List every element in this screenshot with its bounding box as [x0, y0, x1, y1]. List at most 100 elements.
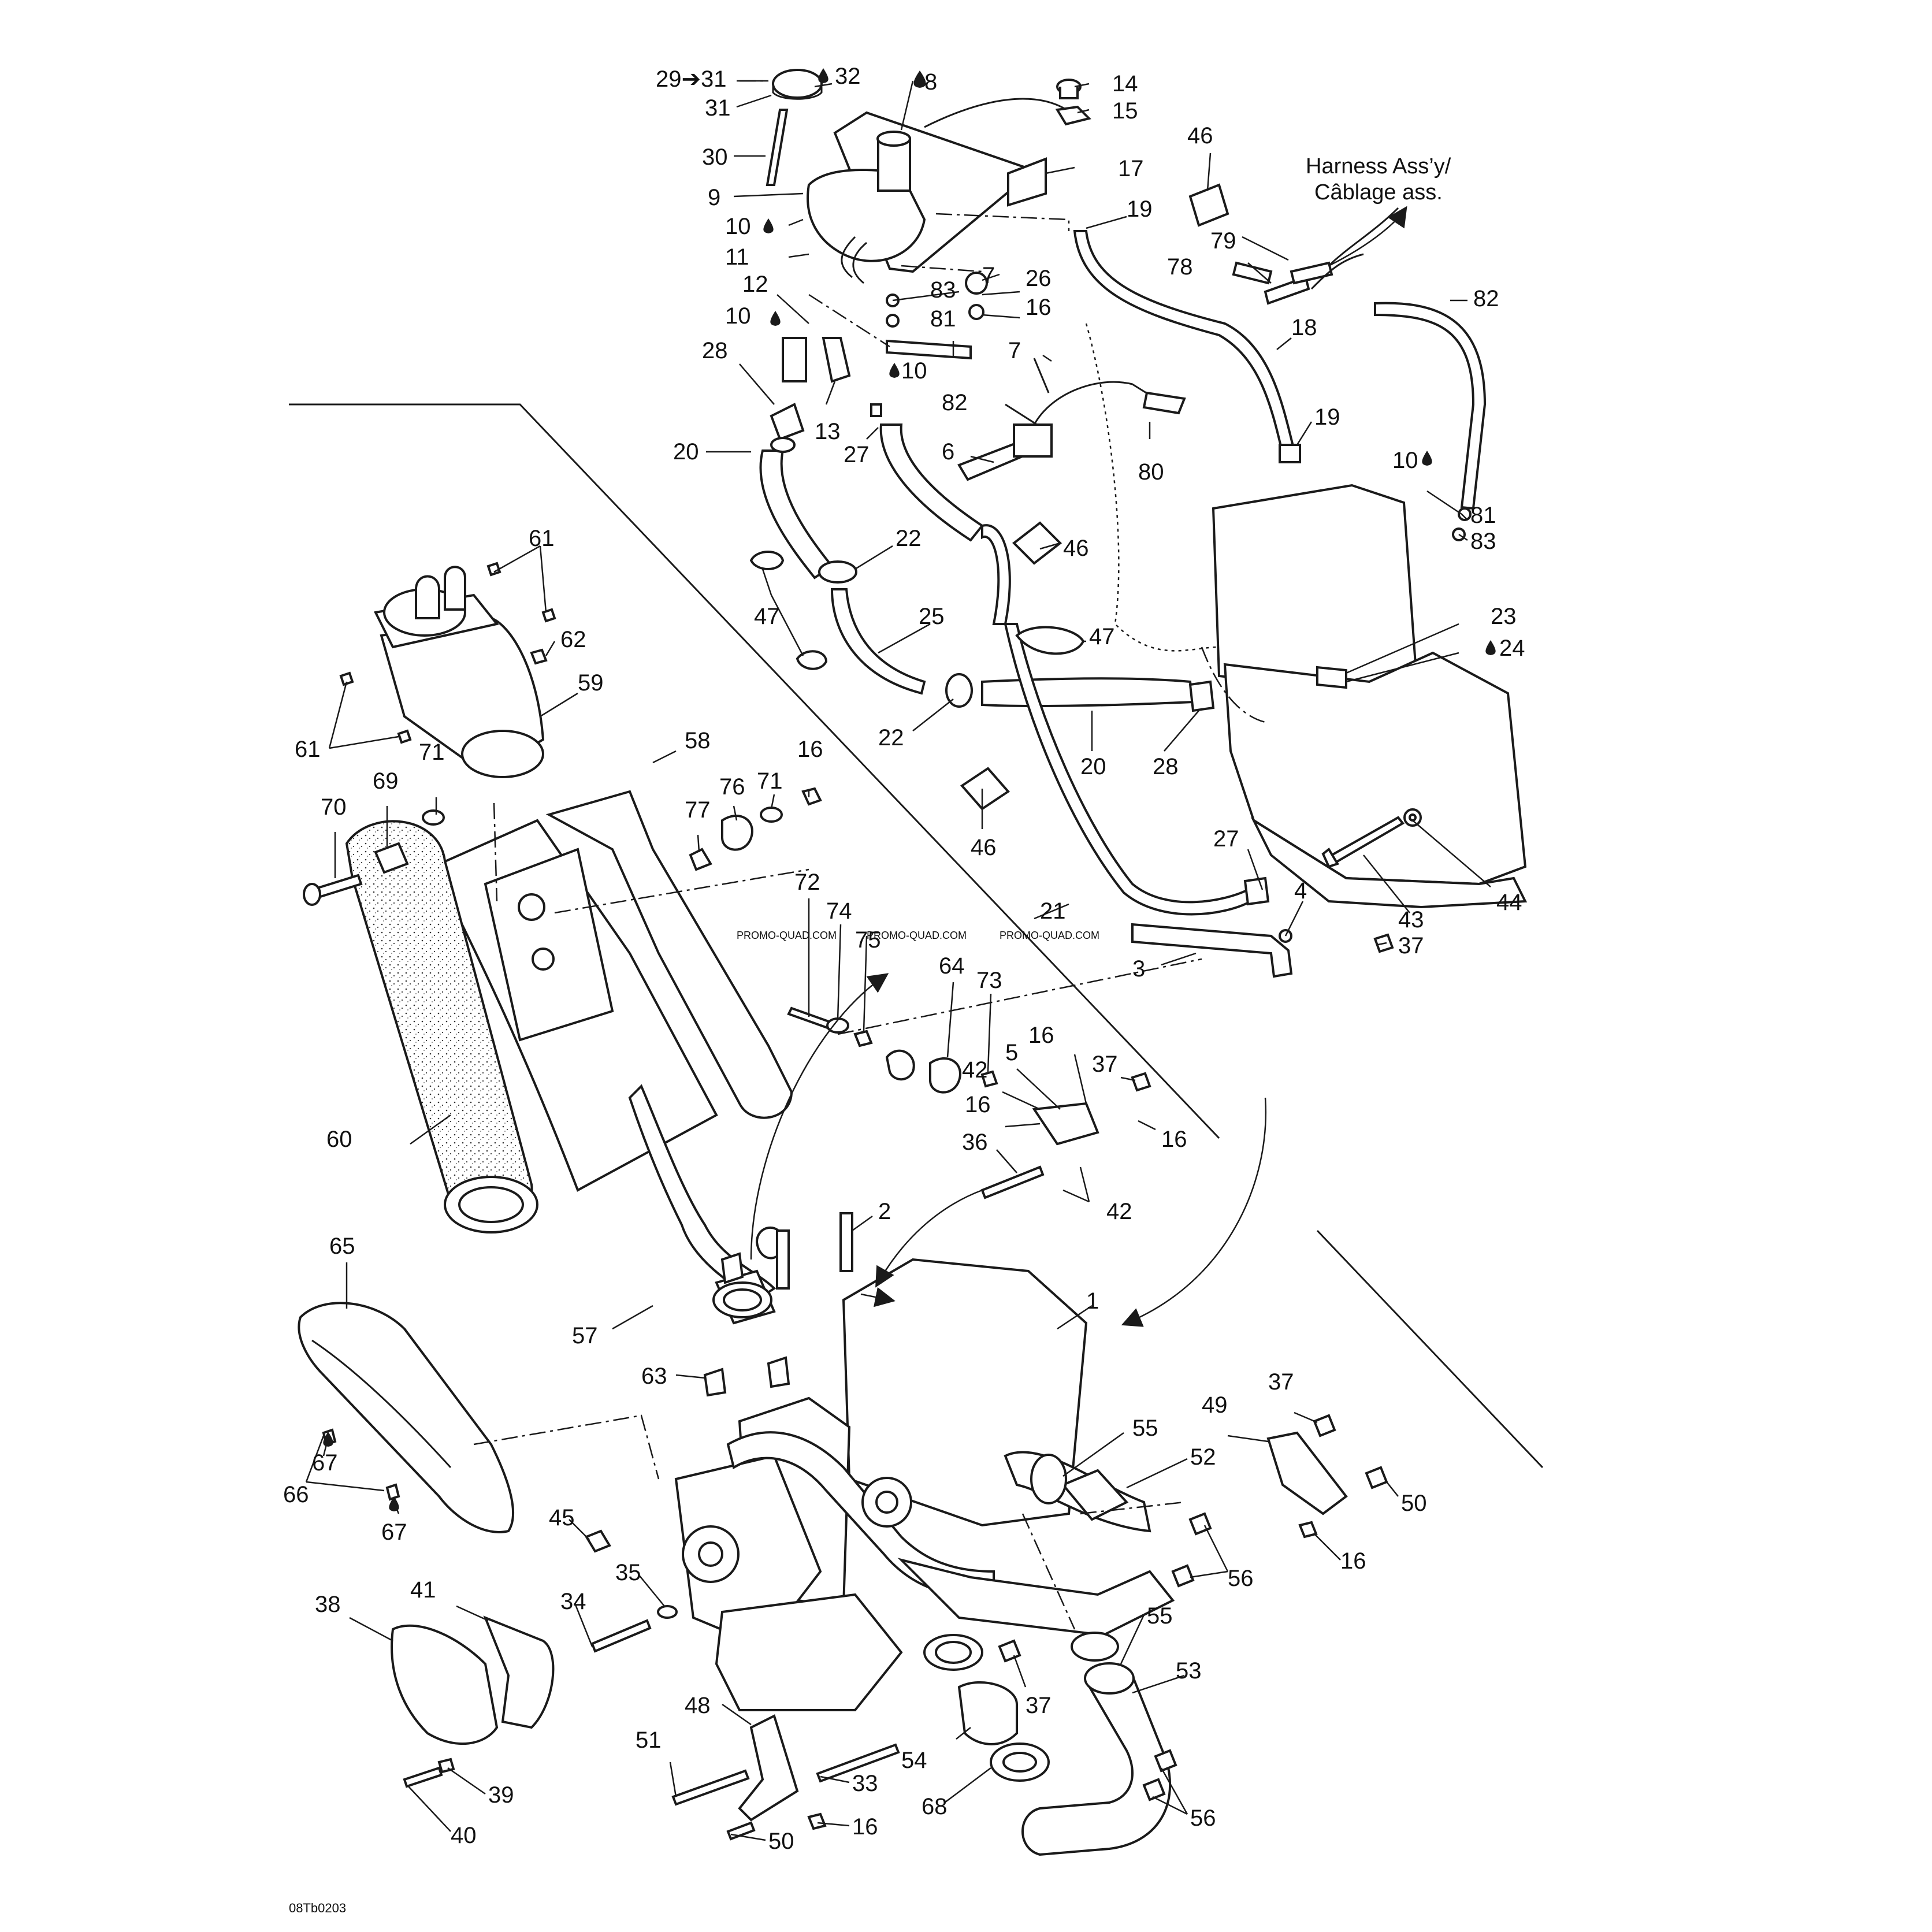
oil-line-82: [1374, 302, 1487, 510]
callout-27-a: 27: [844, 442, 870, 467]
callout-45: 45: [549, 1505, 575, 1530]
callout-46-low: 46: [971, 835, 997, 860]
engine-cylinder-head: [1212, 484, 1417, 695]
shift-lever: [1131, 923, 1293, 978]
nut-56-c: [1154, 1749, 1177, 1773]
hose-clamp-28-right: [1188, 680, 1215, 712]
callout-60: 60: [326, 1127, 352, 1152]
callout-37-b: 37: [1092, 1052, 1118, 1077]
callout-50-right: 50: [1401, 1491, 1427, 1516]
callout-79: 79: [1210, 228, 1236, 254]
callout-5: 5: [1005, 1040, 1018, 1065]
bolt-33: [816, 1743, 900, 1783]
callout-56-a: 56: [1228, 1566, 1254, 1591]
oil-drop-icons: [323, 68, 1496, 1511]
hose-clamp-27-lower: [1243, 876, 1270, 906]
shield-plate: [484, 848, 614, 1042]
callout-47-b: 47: [1089, 624, 1115, 649]
breather-tube-82: [886, 339, 972, 360]
fastener-61-a: [486, 562, 501, 577]
callout-65: 65: [329, 1233, 355, 1259]
oil-drop-icon: [1422, 451, 1432, 466]
callout-49: 49: [1202, 1392, 1228, 1418]
callout-9: 9: [708, 185, 720, 210]
oil-drop-icon: [323, 1432, 333, 1447]
oil-pan: [715, 1593, 903, 1711]
pointer-arrow-muffler: [750, 973, 889, 1260]
callout-10-d: 10: [1392, 448, 1418, 473]
oil-tank: [807, 169, 926, 262]
callout-74: 74: [826, 898, 852, 924]
bolt-72: [787, 1006, 834, 1030]
callout-16-a: 16: [1026, 295, 1052, 320]
fastener-67-b: [385, 1483, 400, 1501]
callout-21: 21: [1040, 898, 1066, 924]
callout-37-a: 37: [1398, 933, 1424, 958]
nut-37-right: [1313, 1414, 1336, 1437]
nut-37-bracket: [1131, 1072, 1151, 1092]
callout-35: 35: [615, 1560, 641, 1585]
callout-78: 78: [1167, 254, 1193, 280]
callout-28-b: 28: [1153, 754, 1179, 779]
callout-53: 53: [1176, 1658, 1202, 1684]
callout-31: 31: [705, 95, 731, 121]
hose-clamp-28-top: [770, 403, 805, 441]
callout-61-top: 61: [529, 526, 555, 551]
lower-engine: [674, 1212, 1175, 1856]
callout-16-c: 16: [1028, 1023, 1054, 1048]
callout-16-f: 16: [1340, 1548, 1366, 1574]
pointer-arrow-bolt: [875, 1189, 983, 1288]
fastener-61-c: [339, 671, 354, 686]
callout-8: 8: [924, 69, 937, 95]
callout-33: 33: [852, 1771, 878, 1796]
callout-16-b: 16: [797, 737, 823, 762]
oil-drop-icon: [889, 363, 900, 378]
pointer-arrow-engine: [1121, 1097, 1267, 1327]
oil-drop-icon: [913, 70, 926, 88]
callout-22-top: 22: [896, 526, 922, 551]
tie-wrap-46-lower: [960, 767, 1010, 811]
callout-67-b: 67: [381, 1519, 407, 1545]
callout-70: 70: [321, 794, 347, 820]
spark-plug-left: [776, 1229, 790, 1290]
callout-44: 44: [1496, 890, 1522, 915]
callout-77: 77: [685, 797, 711, 823]
callout-32: 32: [835, 64, 861, 89]
callout-82-a: 82: [1473, 286, 1499, 311]
callout-10-a: 10: [725, 214, 751, 239]
foam-strip-17: [1007, 157, 1047, 207]
oil-drop-icon: [1485, 640, 1496, 655]
bracket-5: [1032, 1102, 1099, 1146]
exhaust-heat-shield-65: [298, 1302, 514, 1533]
callout-20-b: 20: [1080, 754, 1106, 779]
exhaust-joint-52: [1061, 1469, 1129, 1521]
nut-56-a: [1188, 1512, 1212, 1536]
oil-tank-assembly: [766, 69, 1075, 284]
callout-63: 63: [641, 1363, 667, 1389]
callout-58: 58: [685, 728, 711, 753]
hose-clamp-22-bottom: [945, 673, 973, 708]
callout-12: 12: [742, 272, 768, 297]
harness-label-fr: Câblage ass.: [1314, 180, 1443, 205]
washer-71-right: [760, 807, 783, 823]
oil-hoses: [759, 403, 1270, 916]
callout-56-b: 56: [1190, 1805, 1216, 1831]
oil-drop-icon: [763, 218, 774, 233]
retainer-47-top: [749, 551, 785, 570]
nut-56-b: [1171, 1564, 1195, 1588]
callout-67-a: 67: [312, 1450, 338, 1476]
callout-7-a: 7: [982, 263, 995, 288]
tie-wrap-46-top: [1188, 183, 1229, 227]
callout-66: 66: [283, 1482, 309, 1507]
callout-27-b: 27: [1213, 826, 1239, 852]
bracket-48: [738, 1714, 799, 1822]
nut-62: [530, 648, 548, 665]
callout-54: 54: [901, 1748, 927, 1773]
callout-76: 76: [719, 774, 745, 800]
callout-75: 75: [855, 927, 881, 953]
oil-hose-25: [830, 588, 926, 695]
callout-81-a: 81: [930, 306, 956, 332]
grommet-76: [721, 814, 753, 851]
washer-71-left: [422, 809, 445, 826]
callout-73: 73: [976, 968, 1002, 993]
